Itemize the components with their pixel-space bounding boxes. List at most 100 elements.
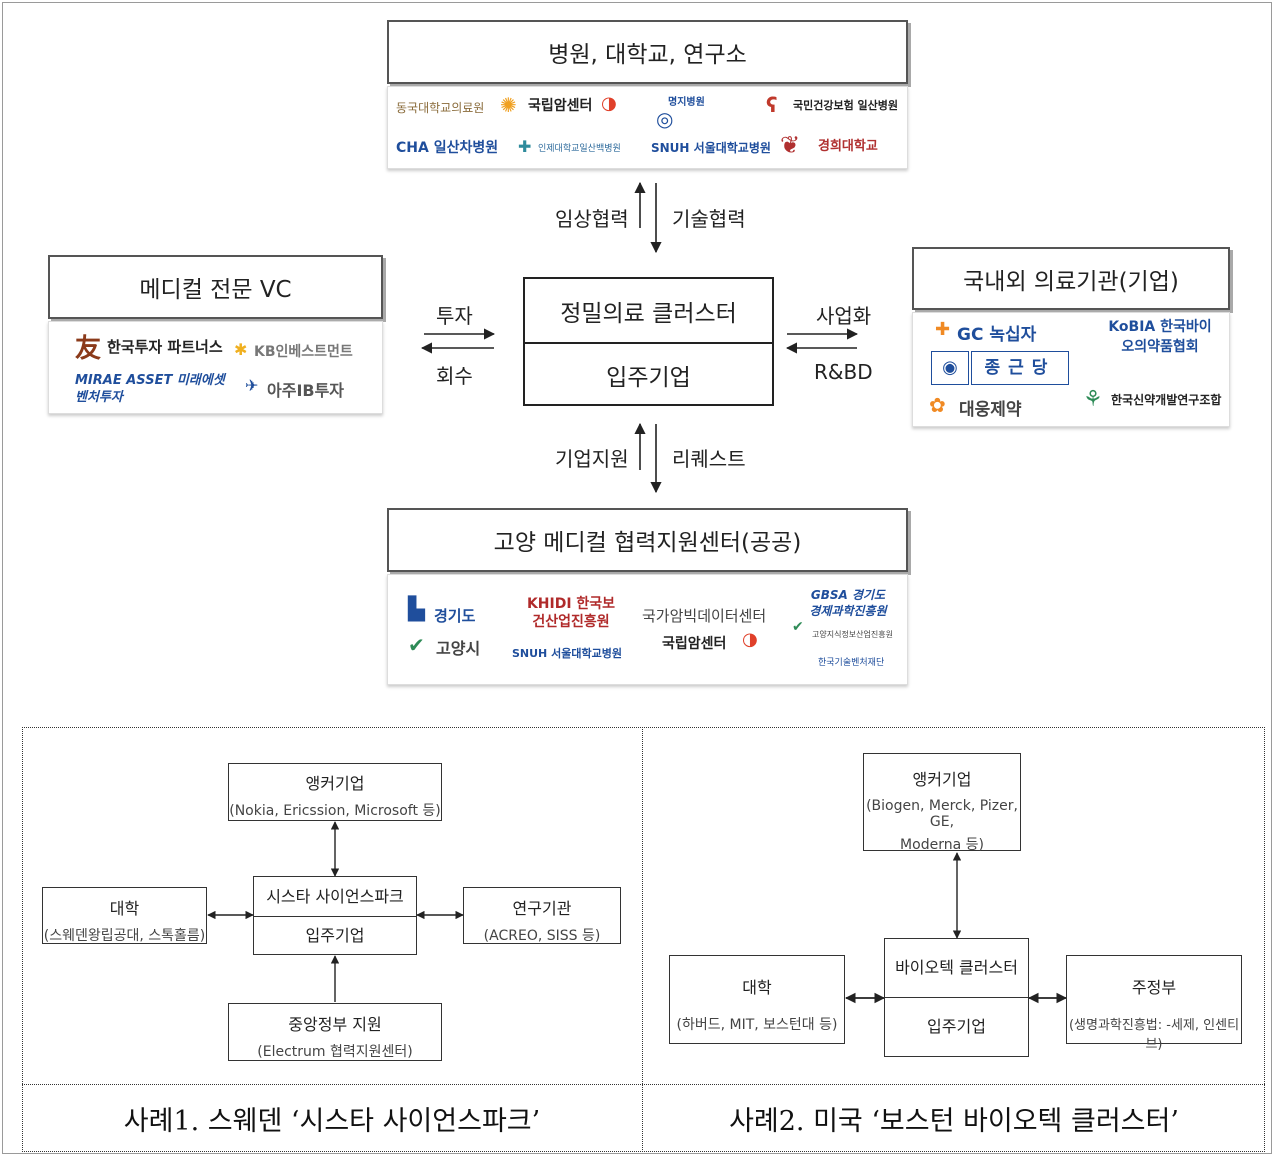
case1-research-sub: (ACREO, SISS 등): [483, 928, 601, 944]
logo-ncc-2: 국립암센터: [662, 636, 727, 652]
cluster-sub-row: 입주기업: [525, 344, 772, 406]
logo-daewoong: 대웅제약: [959, 400, 1022, 420]
center-title: 고양 메디컬 협력지원센터(공공): [493, 530, 802, 556]
case1-caption: 사례1. 스웨덴 ‘시스타 사이언스파크’: [22, 1085, 642, 1152]
logo-kdra: 한국신약개발연구조합: [1111, 393, 1222, 407]
label-tech: 기술협력: [672, 207, 746, 231]
crest-icon: ❦: [780, 131, 801, 159]
cluster-title-row: 정밀의료 클러스터: [525, 279, 772, 344]
nhis-icon: ʕ: [766, 93, 778, 117]
label-commercial: 사업화: [816, 304, 872, 328]
label-clinical: 임상협력: [555, 207, 629, 231]
logo-cha: CHA 일산차병원: [396, 140, 499, 156]
cross-icon: ✚: [518, 137, 532, 156]
case1-gov-sub: (Electrum 협력지원센터): [257, 1044, 413, 1060]
logo-nhis: 국민건강보험 일산병원: [793, 99, 899, 112]
case2-cluster-box: 바이오텍 클러스터 입주기업: [884, 938, 1029, 1057]
logo-gido: 고양지식정보산업진흥원: [812, 630, 893, 639]
case1-cluster-sub: 입주기업: [305, 926, 365, 945]
swirl-icon-2: ◑: [742, 629, 758, 650]
case2-cluster-title: 바이오텍 클러스터: [885, 939, 1028, 998]
cluster-title: 정밀의료 클러스터: [560, 300, 737, 327]
domestic-box: 국내외 의료기관(기업): [912, 247, 1230, 310]
center-box: 고양 메디컬 협력지원센터(공공): [387, 508, 908, 572]
goyang-icon: ✔: [408, 633, 425, 657]
case2-anchor-box: 앵커기업 (Biogen, Merck, Pizer, GE, Moderna …: [863, 753, 1021, 853]
label-rbd: R&BD: [814, 360, 873, 384]
case2-univ-box: 대학 (하버드, MIT, 보스턴대 등): [669, 955, 845, 1044]
label-invest: 투자: [436, 304, 473, 328]
goyang-icon-2: ✔: [792, 619, 804, 635]
globe-icon: ◎: [656, 107, 674, 131]
case2-anchor-sub1: (Biogen, Merck, Pizer, GE,: [866, 798, 1018, 830]
case2-caption-text: 사례2. 미국 ‘보스턴 바이오텍 클러스터’: [729, 1106, 1179, 1137]
gc-cross-icon: ✚: [935, 319, 951, 340]
logo-gyeonggi: 경기도: [434, 607, 476, 625]
logo-ckd: 종근당: [971, 351, 1069, 385]
case2-state-title: 주정부: [1131, 978, 1177, 997]
logo-kb: KB인베스트먼트: [254, 344, 353, 360]
hospitals-logo-panel: 동국대학교의료원 ✺ 국립암센터 ◑ 명지병원 ◎ ʕ 국민건강보험 일산병원 …: [387, 86, 908, 169]
logo-myongji: 명지병원: [668, 97, 705, 108]
logo-kised: 한국기술벤처재단: [818, 658, 885, 668]
case1-univ-title: 대학: [109, 899, 140, 918]
swirl-icon: ◑: [601, 93, 617, 114]
aju-icon: ✈: [245, 376, 259, 395]
logo-cancer-bigdata: 국가암빅데이터센터: [642, 607, 767, 625]
case2-cluster-sub: 입주기업: [927, 1017, 986, 1036]
gyeonggi-icon: ▙: [408, 597, 425, 622]
kb-star-icon: ✱: [234, 340, 248, 359]
case1-research-box: 연구기관 (ACREO, SISS 등): [463, 887, 621, 944]
case1-cluster-title: 시스타 사이언스파크: [254, 877, 416, 917]
logo-snuh-2: SNUH 서울대학교병원: [512, 647, 622, 660]
label-recover: 회수: [436, 364, 473, 388]
caption-divider: [22, 1084, 1265, 1085]
case2-caption: 사례2. 미국 ‘보스턴 바이오텍 클러스터’: [643, 1085, 1265, 1152]
vc-title: 메디컬 전문 VC: [139, 277, 292, 303]
logo-kyunghee: 경희대학교: [818, 139, 878, 154]
cluster-sub: 입주기업: [606, 365, 691, 391]
hospitals-title: 병원, 대학교, 연구소: [548, 42, 747, 68]
center-logo-panel: ▙ 경기도 ✔ 고양시 KHIDI 한국보건산업진흥원 SNUH 서울대학교병원…: [387, 574, 908, 685]
logo-gbsa: GBSA 경기도경제과학진흥원: [809, 588, 887, 618]
domestic-title: 국내외 의료기관(기업): [963, 268, 1179, 295]
case2-univ-sub: (하버드, MIT, 보스턴대 등): [676, 1017, 838, 1033]
logo-gc: GC 녹십자: [957, 325, 1037, 345]
label-request: 리퀘스트: [672, 447, 746, 471]
label-support: 기업지원: [555, 447, 629, 471]
case1-research-title: 연구기관: [512, 899, 572, 918]
case2-state-sub: (생명과학진흥법: -세제, 인센티브): [1068, 1018, 1240, 1052]
case1-anchor-sub: (Nokia, Ericssion, Microsoft 등): [229, 803, 441, 819]
logo-korea-invest: 한국투자 파트너스: [107, 338, 223, 356]
logo-ncc: 국립암센터: [528, 98, 593, 114]
cluster-box: 정밀의료 클러스터 입주기업: [523, 277, 774, 406]
logo-kobia: KoBIA 한국바이오의약품협회: [1108, 319, 1212, 355]
case1-gov-box: 중앙정부 지원 (Electrum 협력지원센터): [228, 1003, 442, 1061]
kdra-icon: ⚘: [1083, 387, 1103, 412]
case-panels: [22, 727, 1265, 1152]
logo-goyang: 고양시: [436, 639, 481, 658]
ckd-icon: ◉: [931, 351, 969, 385]
domestic-logo-panel: ✚ GC 녹십자 KoBIA 한국바이오의약품협회 ◉ 종근당 ✿ 대웅제약 ⚘…: [912, 312, 1230, 427]
logo-aju: 아주IB투자: [267, 381, 345, 400]
case2-anchor-sub2: Moderna 등): [900, 837, 984, 853]
case1-cluster-box: 시스타 사이언스파크 입주기업: [253, 876, 417, 955]
logo-inje: 인제대학교일산백병원: [538, 144, 621, 154]
korea-invest-icon: 友: [75, 334, 102, 364]
case1-univ-sub: (스웨덴왕립공대, 스톡홀름): [43, 928, 206, 944]
case2-univ-title: 대학: [742, 978, 772, 997]
hospitals-box: 병원, 대학교, 연구소: [387, 20, 908, 84]
case1-anchor-title: 앵커기업: [305, 774, 365, 793]
case1-caption-text: 사례1. 스웨덴 ‘시스타 사이언스파크’: [123, 1106, 541, 1137]
case1-univ-box: 대학 (스웨덴왕립공대, 스톡홀름): [42, 887, 207, 944]
flower-icon: ✺: [500, 93, 517, 117]
logo-mirae: MIRAE ASSET 미래에셋벤처투자: [75, 373, 225, 405]
case1-anchor-box: 앵커기업 (Nokia, Ericssion, Microsoft 등): [228, 763, 442, 821]
daewoong-icon: ✿: [929, 393, 946, 417]
case1-gov-title: 중앙정부 지원: [288, 1015, 382, 1034]
case2-state-box: 주정부 (생명과학진흥법: -세제, 인센티브): [1066, 955, 1242, 1052]
logo-dongguk: 동국대학교의료원: [396, 101, 485, 115]
vc-box: 메디컬 전문 VC: [48, 255, 383, 319]
